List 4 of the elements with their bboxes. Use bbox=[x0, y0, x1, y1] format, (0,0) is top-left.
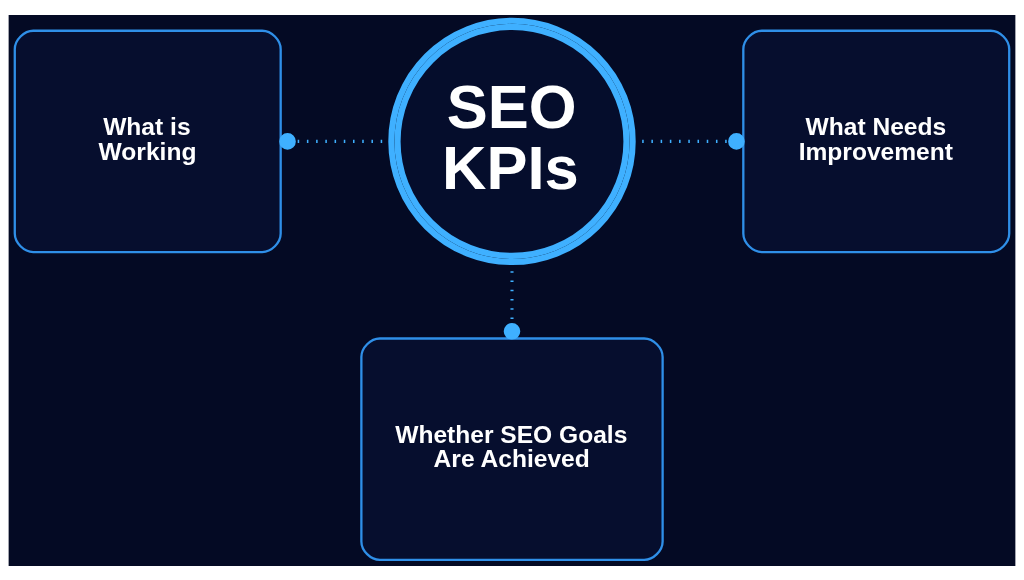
node-circle: SEO KPIs bbox=[388, 17, 636, 265]
node-box: Whether SEO Goals Are Achieved bbox=[360, 336, 664, 561]
node-box: What is Working bbox=[13, 29, 282, 253]
node-box: What Needs Improvement bbox=[742, 29, 1011, 253]
